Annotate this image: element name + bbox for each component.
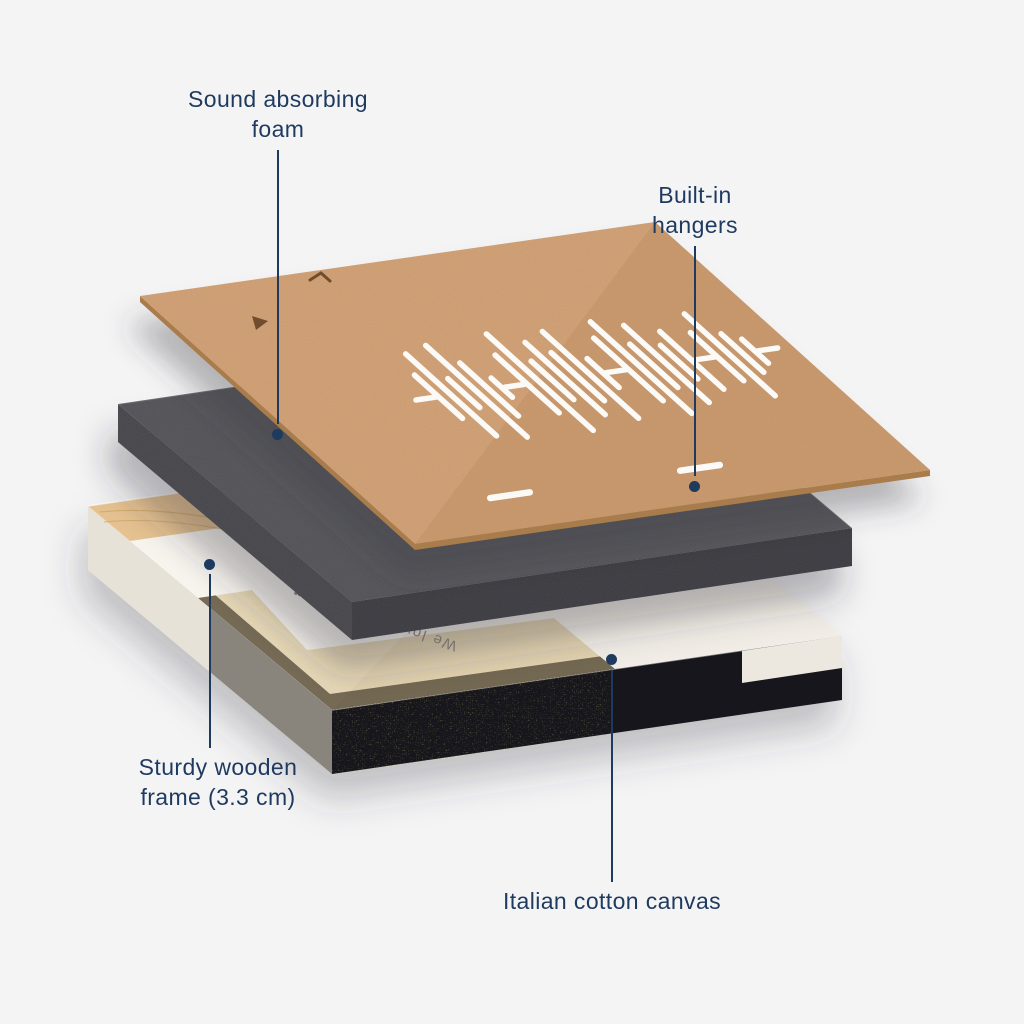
- soundwave-slit: [548, 349, 608, 404]
- connector-line-hangers: [694, 246, 696, 476]
- backboard-bird-cutout: [308, 271, 332, 283]
- soundwave-slit: [522, 339, 609, 418]
- callout-foam-line1: Sound absorbing: [188, 86, 368, 112]
- soundwave-slit: [492, 352, 562, 416]
- callout-frame: Sturdy wooden frame (3.3 cm): [58, 752, 378, 813]
- callout-frame-line1: Sturdy wooden: [138, 754, 298, 780]
- soundwave-slit: [528, 358, 577, 403]
- callout-foam: Sound absorbing foam: [128, 84, 428, 145]
- connector-dot-hangers: [689, 481, 700, 492]
- canvas-frame-side-left-shade: [210, 608, 332, 774]
- connector-dot-foam: [272, 429, 283, 440]
- soundwave-slit: [413, 394, 439, 403]
- soundwave-slit: [411, 372, 466, 422]
- backboard-corner-cutout: [252, 316, 268, 330]
- soundwave-slit: [584, 355, 622, 391]
- backboard-edge-front: [415, 470, 930, 550]
- callout-hangers-line2: hangers: [652, 212, 738, 239]
- soundwave-slit: [483, 331, 597, 434]
- connector-line-foam: [277, 150, 279, 424]
- soundwave-slit: [718, 330, 767, 376]
- callout-frame-line2: frame (3.3 cm): [140, 784, 296, 811]
- soundwave-slit: [739, 336, 772, 367]
- callout-hangers-line1: Built-in: [658, 182, 732, 208]
- soundwave-slit: [539, 328, 642, 422]
- soundwave-slit: [422, 342, 531, 440]
- callout-foam-line2: foam: [251, 116, 305, 143]
- canvas-wrap-white-edge: [742, 636, 842, 683]
- soundwave-slit: [587, 319, 695, 417]
- soundwave-slit: [626, 341, 681, 391]
- connector-line-canvas: [611, 670, 613, 882]
- soundwave-slit: [681, 311, 779, 399]
- soundwave-slit: [456, 360, 522, 419]
- connector-dot-canvas: [606, 654, 617, 665]
- soundwave-slit: [657, 342, 701, 382]
- callout-canvas-line1: Italian cotton canvas: [502, 888, 722, 914]
- soundwave-slit: [590, 335, 666, 404]
- connector-dot-frame: [204, 559, 215, 570]
- soundwave-slit: [656, 328, 727, 393]
- callout-canvas: Italian cotton canvas: [452, 886, 772, 916]
- connector-line-frame: [209, 574, 211, 748]
- wood-grain-line: [103, 519, 235, 532]
- callout-hangers: Built-in hangers: [545, 180, 845, 241]
- soundwave-slit: [691, 354, 718, 363]
- soundwave-slit: [501, 381, 528, 390]
- soundwave-slit: [603, 367, 629, 376]
- soundwave-slit: [445, 375, 483, 411]
- soundwave-slit: [488, 375, 516, 401]
- soundwave-slit: [687, 329, 747, 384]
- soundwave-slit: [676, 461, 724, 474]
- soundwave-slit: [486, 489, 534, 502]
- soundwave-slit: [755, 345, 781, 354]
- soundwave-slit: [402, 351, 500, 439]
